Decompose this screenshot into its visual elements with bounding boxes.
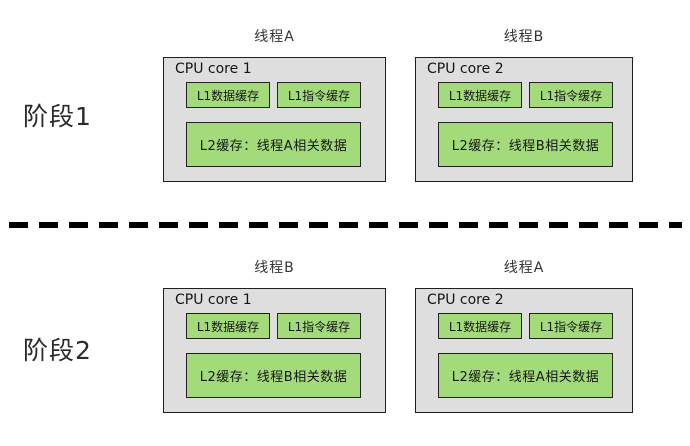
thread-label-stage1-core2: 线程B: [503, 29, 545, 45]
l2-cache-box: L2缓存：线程B相关数据: [186, 353, 361, 398]
l2-cache-box: L2缓存：线程B相关数据: [438, 122, 613, 167]
l1-data-cache-box: L1数据缓存: [186, 313, 270, 339]
l2-cache-box: L2缓存：线程A相关数据: [186, 122, 361, 167]
cpu-core-title: CPU core 2: [427, 61, 504, 77]
l2-cache-box: L2缓存：线程A相关数据: [438, 353, 613, 398]
l1-data-cache-box: L1数据缓存: [438, 313, 522, 339]
l1-data-cache-box: L1数据缓存: [186, 82, 270, 108]
stage-1-label: 阶段1: [23, 102, 92, 131]
thread-label-stage1-core1: 线程A: [254, 29, 295, 45]
cpu-core-title: CPU core 2: [427, 292, 504, 308]
l1-instruction-cache-box: L1指令缓存: [529, 82, 613, 108]
l1-instruction-cache-box: L1指令缓存: [529, 313, 613, 339]
thread-label-stage2-core2: 线程A: [503, 260, 545, 276]
cpu-core-title: CPU core 1: [175, 61, 252, 77]
l1-cache-row: L1数据缓存 L1指令缓存: [438, 313, 613, 339]
l1-instruction-cache-box: L1指令缓存: [277, 313, 361, 339]
l1-cache-row: L1数据缓存 L1指令缓存: [186, 82, 361, 108]
cpu-core-title: CPU core 1: [175, 292, 252, 308]
l1-instruction-cache-box: L1指令缓存: [277, 82, 361, 108]
cpu-core-box-stage1-core1: CPU core 1 L1数据缓存 L1指令缓存 L2缓存：线程A相关数据: [163, 57, 386, 182]
stage-divider-dashed-line: [9, 222, 682, 228]
cpu-core-box-stage2-core1: CPU core 1 L1数据缓存 L1指令缓存 L2缓存：线程B相关数据: [163, 288, 386, 413]
cpu-core-box-stage1-core2: CPU core 2 L1数据缓存 L1指令缓存 L2缓存：线程B相关数据: [415, 57, 633, 182]
l1-cache-row: L1数据缓存 L1指令缓存: [438, 82, 613, 108]
thread-label-stage2-core1: 线程B: [254, 260, 295, 276]
l1-cache-row: L1数据缓存 L1指令缓存: [186, 313, 361, 339]
cpu-core-box-stage2-core2: CPU core 2 L1数据缓存 L1指令缓存 L2缓存：线程A相关数据: [415, 288, 633, 413]
stage-2-label: 阶段2: [23, 336, 92, 365]
l1-data-cache-box: L1数据缓存: [438, 82, 522, 108]
